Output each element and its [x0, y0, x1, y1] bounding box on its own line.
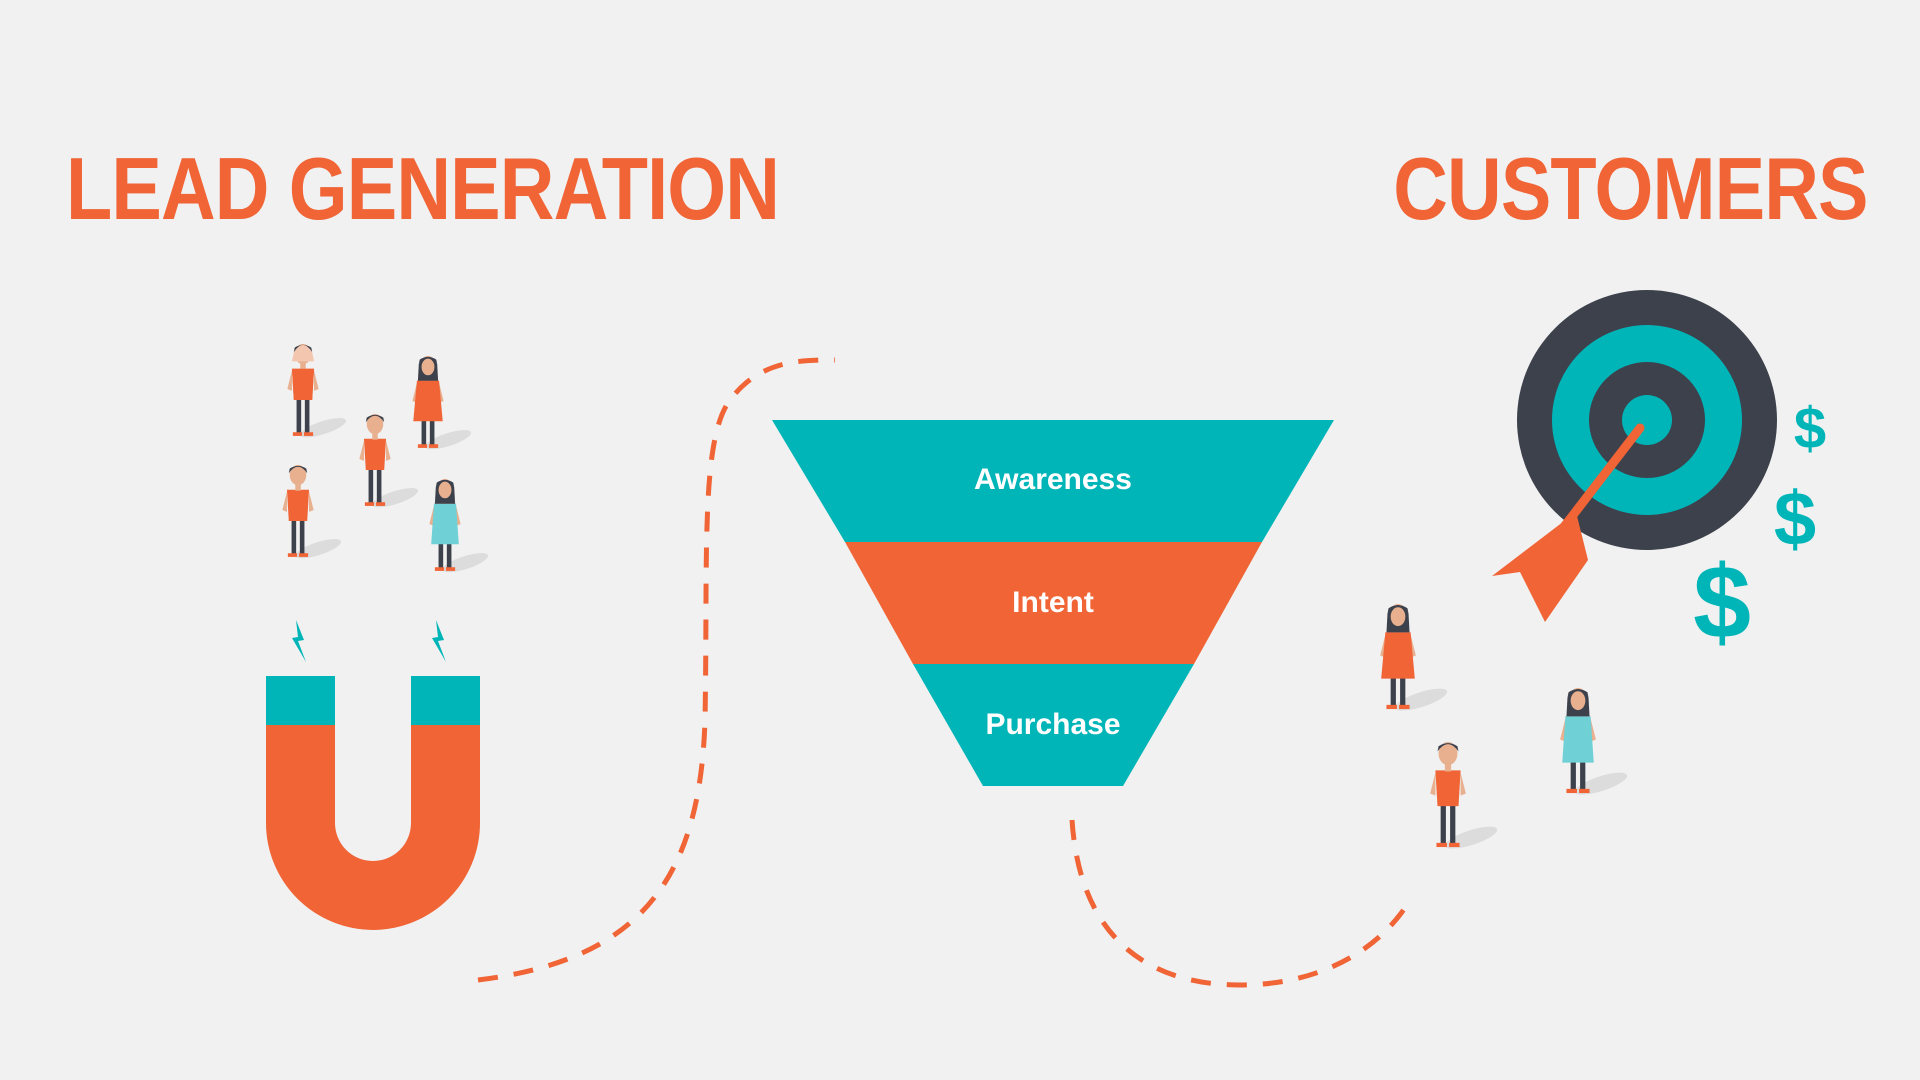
funnel-stage-awareness [772, 420, 1334, 542]
person-icon [429, 478, 490, 577]
funnel-label-purchase: Purchase [985, 708, 1120, 741]
person-icon [282, 464, 343, 563]
funnel-label-intent: Intent [1012, 586, 1094, 619]
person-icon [412, 355, 473, 454]
funnel-stage-intent [845, 542, 1262, 664]
dollar-icon: $ [1794, 396, 1826, 461]
person-icon [1430, 742, 1500, 854]
dollar-icon: $ [1774, 477, 1816, 562]
target-icon [1517, 290, 1777, 550]
magnet-icon [266, 620, 480, 930]
person-icon [359, 413, 420, 512]
dollar-icon: $ [1693, 545, 1751, 661]
dashed-path-right [1069, 819, 1413, 988]
dart-icon [1492, 423, 1645, 622]
person-icon [1560, 688, 1630, 800]
lead-people-group [282, 343, 490, 577]
funnel-stage-purchase [913, 664, 1194, 786]
spark-icon [292, 620, 306, 662]
customer-people-group [1380, 604, 1630, 854]
spark-icon [432, 620, 446, 662]
person-icon [287, 343, 348, 442]
lead-generation-title: LEAD GENERATION [66, 139, 780, 238]
customers-title: CUSTOMERS [1393, 139, 1869, 238]
person-icon [1380, 604, 1450, 716]
dashed-path-left [477, 357, 836, 983]
funnel-icon: Awareness Intent Purchase [772, 420, 1334, 786]
funnel-label-awareness: Awareness [974, 463, 1132, 496]
